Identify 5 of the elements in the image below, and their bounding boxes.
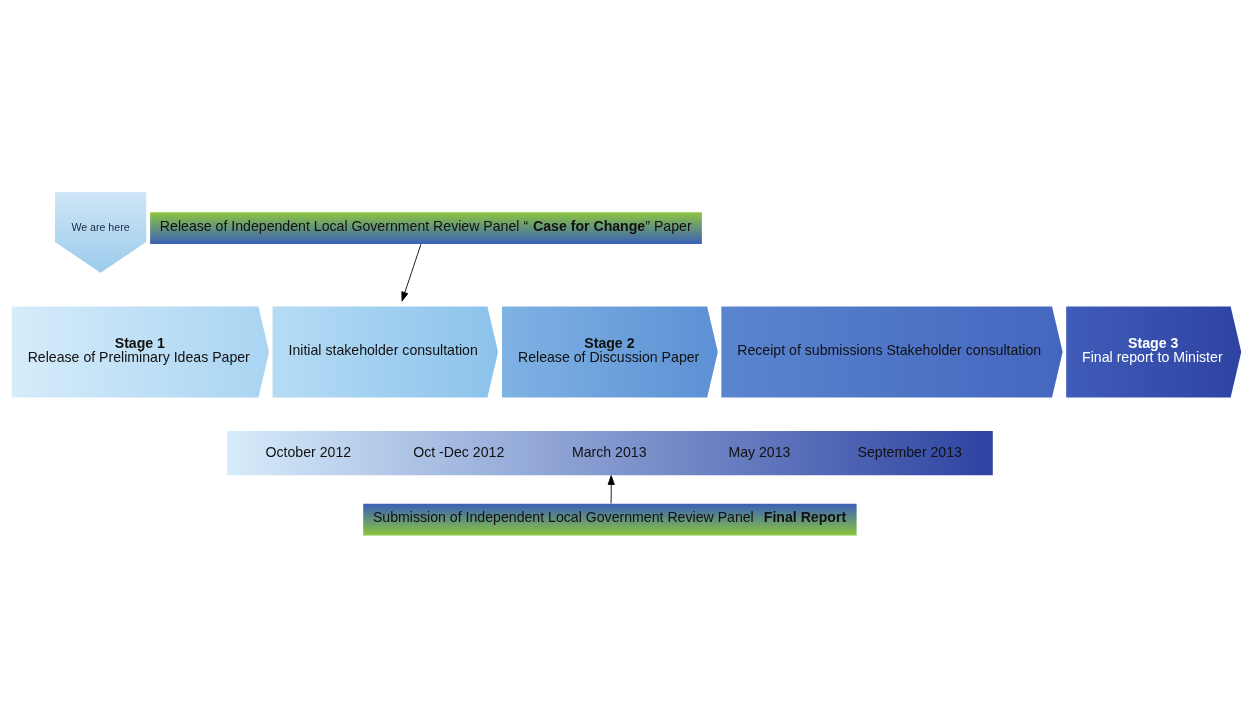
- node-box: Release of Independent Local Government Review Panel “Case for Change” Paper: [150, 212, 702, 245]
- arrow: [607, 475, 615, 504]
- arrow: [401, 243, 422, 302]
- node-box: October 2012 Oct -Dec 2012 March 2013 May 2013 September 2013: [227, 431, 993, 476]
- node-box: Submission of Independent Local Government Review Panel Final Report: [363, 503, 857, 536]
